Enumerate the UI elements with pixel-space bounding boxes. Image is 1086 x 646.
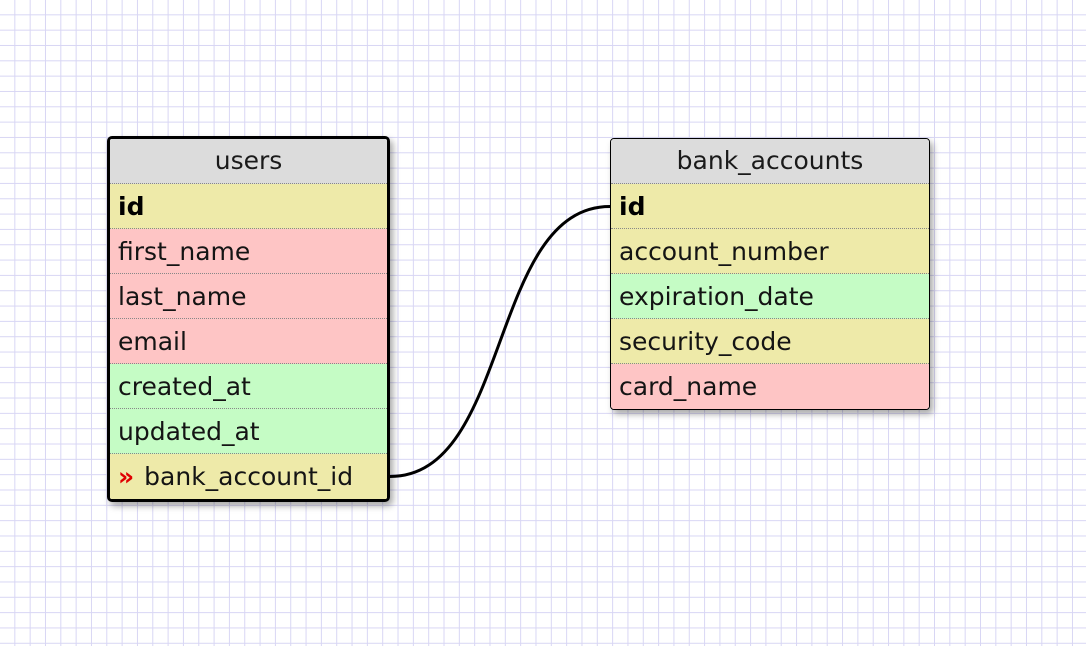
field-name: id	[118, 192, 145, 221]
field-name: first_name	[118, 237, 251, 266]
users-field-id[interactable]: id	[110, 184, 387, 229]
bank-accounts-table-header[interactable]: bank_accounts	[611, 139, 929, 184]
field-name: email	[118, 327, 187, 356]
field-name: bank_account_id	[144, 462, 354, 491]
bank-accounts-field-security_code[interactable]: security_code	[611, 319, 929, 364]
users-table[interactable]: users id first_name last_name email crea…	[107, 136, 390, 502]
users-field-last_name[interactable]: last_name	[110, 274, 387, 319]
field-name: card_name	[619, 372, 758, 401]
field-name: security_code	[619, 327, 792, 356]
users-field-bank_account_id[interactable]: » bank_account_id	[110, 454, 387, 499]
field-name: updated_at	[118, 417, 260, 446]
field-name: created_at	[118, 372, 251, 401]
foreign-key-icon: »	[118, 462, 135, 491]
bank-accounts-table[interactable]: bank_accounts id account_number expirati…	[610, 138, 930, 410]
field-name: last_name	[118, 282, 247, 311]
field-name: id	[619, 192, 646, 221]
users-field-first_name[interactable]: first_name	[110, 229, 387, 274]
users-field-email[interactable]: email	[110, 319, 387, 364]
bank-accounts-field-id[interactable]: id	[611, 184, 929, 229]
users-table-header[interactable]: users	[110, 139, 387, 184]
bank-accounts-field-account_number[interactable]: account_number	[611, 229, 929, 274]
field-name: expiration_date	[619, 282, 814, 311]
bank-accounts-field-expiration_date[interactable]: expiration_date	[611, 274, 929, 319]
bank-accounts-field-card_name[interactable]: card_name	[611, 364, 929, 409]
users-field-created_at[interactable]: created_at	[110, 364, 387, 409]
relation-line-users-bank_accounts[interactable]	[389, 205, 611, 478]
field-name: account_number	[619, 237, 829, 266]
users-field-updated_at[interactable]: updated_at	[110, 409, 387, 454]
